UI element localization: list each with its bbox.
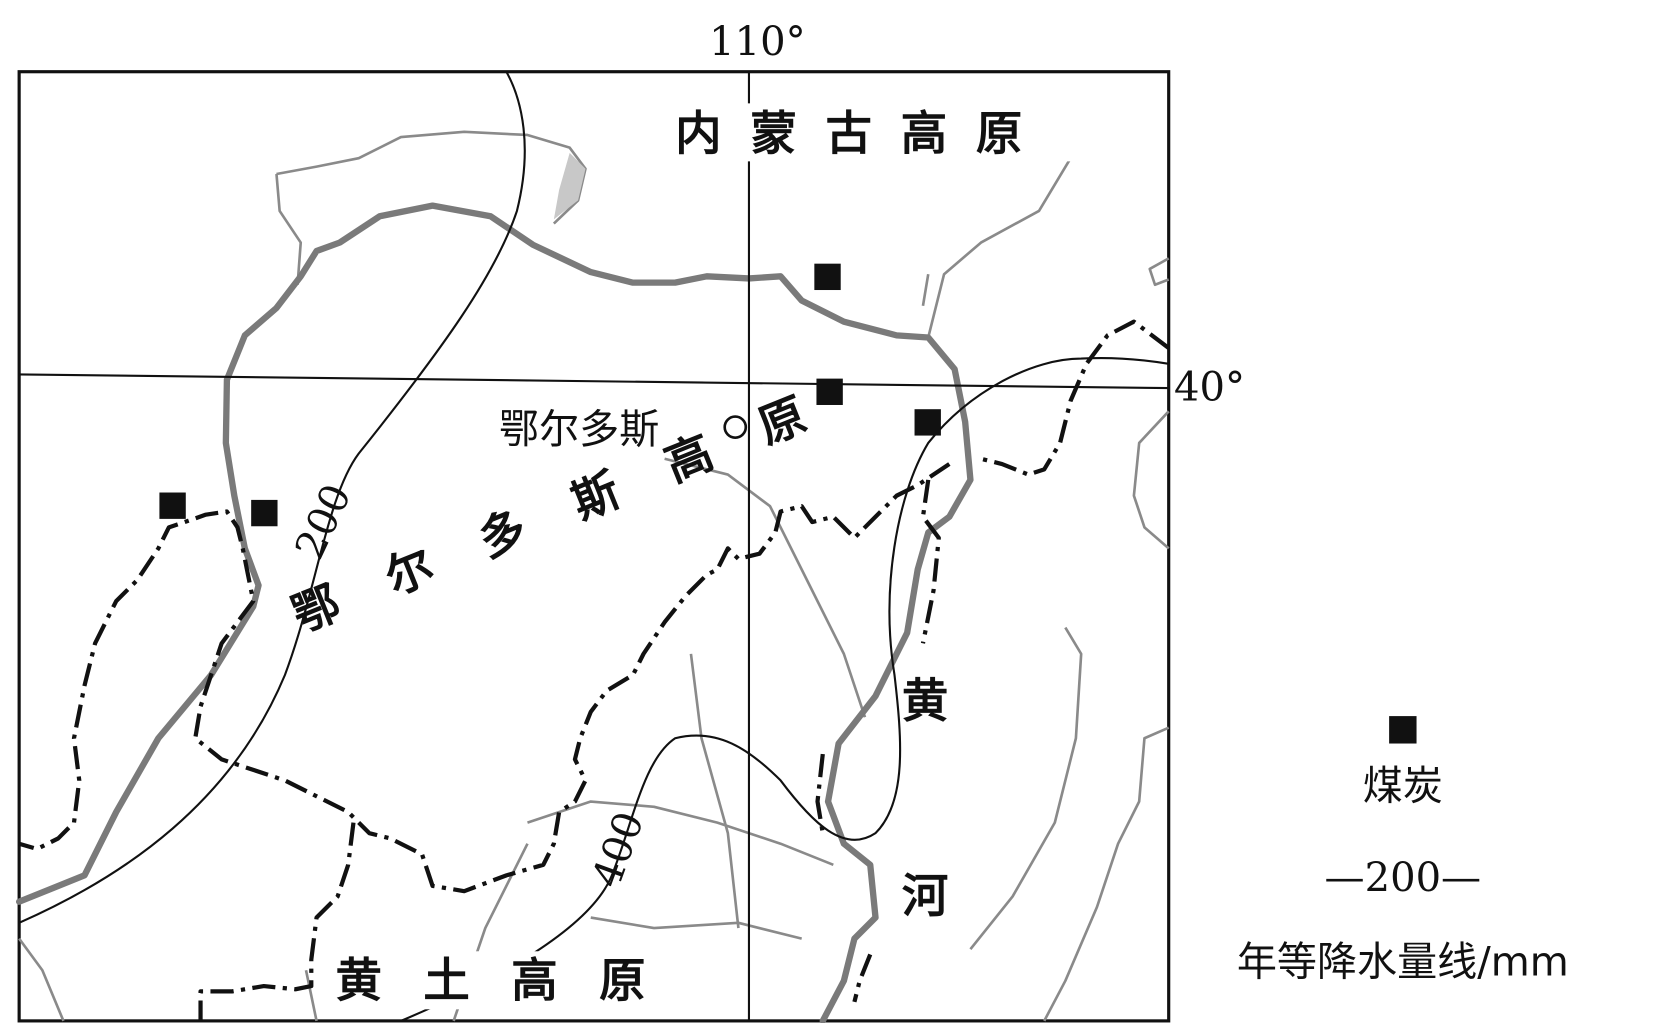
yellow-river bbox=[15, 202, 974, 1023]
label-loess-plateau: 黄 土 高 原 bbox=[336, 954, 659, 1008]
label-inner-mongolia-plateau: 内 蒙 古 高 原 bbox=[675, 107, 1029, 161]
coal-marker bbox=[914, 409, 941, 436]
isohyet-label-400: 400 bbox=[584, 806, 653, 894]
legend-coal-label: 煤炭 bbox=[1363, 763, 1443, 809]
legend-isohyet-sample: —200— bbox=[1325, 855, 1482, 901]
boundaries bbox=[18, 319, 1170, 1021]
isohyet-200 bbox=[18, 71, 526, 924]
legend: 煤炭 —200— 年等降水量线/mm bbox=[1237, 716, 1569, 986]
coal-markers bbox=[159, 263, 941, 527]
river-label-he: 河 bbox=[902, 869, 948, 923]
coal-marker bbox=[814, 263, 841, 291]
coal-marker bbox=[816, 378, 843, 405]
coal-marker bbox=[159, 492, 186, 519]
river-label-huang: 黄 bbox=[902, 674, 948, 728]
legend-isohyet-label: 年等降水量线/mm bbox=[1237, 940, 1569, 986]
isohyet-label-200: 200 bbox=[287, 477, 361, 566]
parallel-40 bbox=[19, 373, 1169, 390]
isohyet-400 bbox=[400, 356, 1169, 1022]
tributaries bbox=[18, 105, 1170, 1022]
latitude-label: 40° bbox=[1174, 365, 1245, 411]
longitude-label: 110° bbox=[709, 19, 806, 65]
city-label-ordos: 鄂尔多斯 bbox=[499, 407, 659, 453]
map-frame bbox=[17, 70, 1171, 1023]
legend-coal-icon bbox=[1389, 716, 1417, 744]
city-marker-icon bbox=[723, 415, 748, 439]
coal-marker bbox=[251, 499, 278, 527]
